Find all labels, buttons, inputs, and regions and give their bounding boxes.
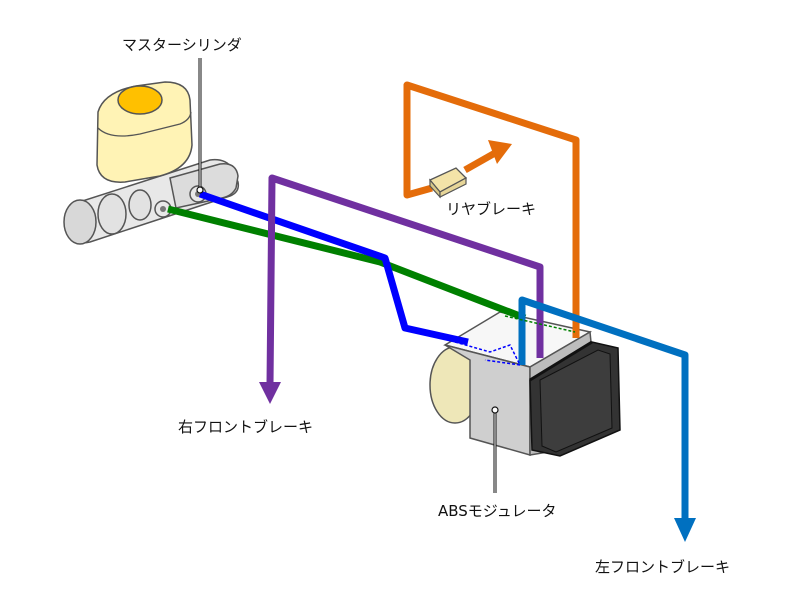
label-rear-brake: リヤブレーキ: [446, 200, 536, 218]
brake-line-green: [167, 205, 527, 322]
purple-arrowhead: [259, 382, 281, 404]
label-master-cylinder: マスターシリンダ: [122, 36, 242, 54]
brake-line-orange: [403, 81, 580, 338]
internal-line-blue: [454, 341, 522, 366]
label-abs-modulator: ABSモジュレータ: [438, 502, 556, 520]
master-cylinder: [63, 81, 240, 245]
brake-line-purple: [266, 174, 544, 386]
label-front-left-brake: 左フロントブレーキ: [595, 558, 730, 576]
brake-line-blue: [198, 190, 469, 346]
orange-arrowhead: [488, 140, 512, 164]
leader-dot-master: [196, 186, 204, 194]
left-front-arrowhead: [674, 518, 696, 542]
leader-dot-abs: [491, 406, 499, 414]
abs-modulator: [429, 311, 621, 457]
internal-line-green: [504, 315, 576, 333]
label-front-right-brake: 右フロントブレーキ: [178, 418, 313, 436]
proportioning-valve: [428, 167, 468, 199]
brake-line-orange-arrow: [463, 149, 497, 174]
brake-line-left-front: [518, 296, 689, 520]
